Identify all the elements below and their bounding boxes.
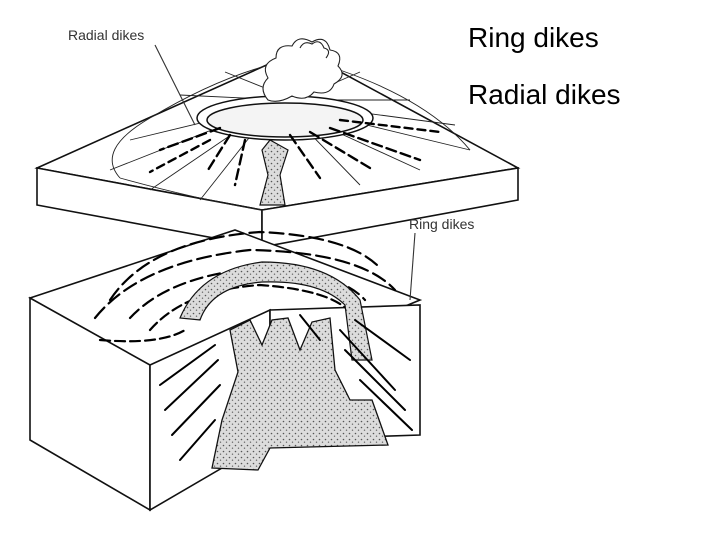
- eruption-plume: [262, 38, 343, 102]
- magma-stock: [211, 317, 389, 471]
- top-feeder-conduit: [259, 139, 289, 206]
- radial-dikes-heading: Radial dikes: [468, 79, 621, 110]
- top-block-right-face: [261, 167, 519, 248]
- radial-dikes-surface: [148, 118, 442, 187]
- radial-dikes-label: Radial dikes: [68, 27, 144, 43]
- ring-dikes-heading: Ring dikes: [468, 22, 599, 53]
- ring-dikes-label: Ring dikes: [409, 216, 474, 232]
- radial-leader-line: [154, 44, 196, 126]
- ring-leader-line: [409, 232, 416, 301]
- ring-dikes-section: [159, 314, 413, 461]
- leader-lines: [154, 44, 416, 301]
- ring-intrusion: [179, 261, 373, 361]
